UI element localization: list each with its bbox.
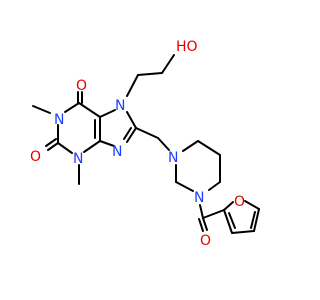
chemical-structure: HO O O N N N N N N O O bbox=[30, 39, 260, 249]
bond-ch2-npip bbox=[157, 137, 170, 151]
bond-furan-3-inner bbox=[250, 211, 256, 229]
bond-pip-5 bbox=[175, 181, 194, 192]
atom-n3: N bbox=[73, 151, 83, 167]
bond-c6-c5 bbox=[78, 102, 101, 118]
atom-furan-o: O bbox=[234, 194, 245, 210]
bond-c2-o-2 bbox=[45, 138, 57, 147]
atom-n7: N bbox=[115, 98, 125, 114]
bond-furan-3 bbox=[253, 208, 260, 232]
atom-labels: HO O O N N N N N N O O bbox=[30, 39, 245, 249]
bond-n9-c4 bbox=[99, 140, 115, 147]
bond-n7-c8 bbox=[126, 111, 137, 129]
bond-pip-4 bbox=[208, 181, 221, 191]
bond-carbonyl-furan bbox=[202, 209, 225, 219]
bond-n1-c6 bbox=[64, 102, 80, 113]
atom-o6: O bbox=[76, 78, 87, 94]
atom-n9: N bbox=[112, 144, 122, 160]
bond-furan-4 bbox=[231, 230, 255, 234]
bond-chain-2 bbox=[137, 72, 163, 76]
bond-c8-ch2 bbox=[135, 127, 159, 139]
bond-npip-carbonyl bbox=[199, 204, 204, 219]
bond-furan-1 bbox=[223, 201, 234, 211]
bond-chain-1 bbox=[126, 74, 139, 97]
bond-c5-n7 bbox=[99, 109, 116, 118]
atom-hydroxyl: HO bbox=[176, 39, 198, 55]
bond-c4-n3 bbox=[83, 140, 101, 153]
bond-carbonyl-o bbox=[202, 217, 208, 231]
bond-n1-methyl bbox=[32, 105, 51, 114]
bond-furan-2 bbox=[244, 200, 260, 210]
atom-o2: O bbox=[30, 149, 41, 165]
atom-piperazine-n-top: N bbox=[168, 150, 178, 166]
bond-c8-n9-inner bbox=[123, 127, 132, 140]
bond-carbonyl-o-2 bbox=[198, 218, 204, 232]
bond-pip-2 bbox=[197, 140, 221, 156]
atom-n1: N bbox=[54, 112, 64, 128]
bond-n3-c2 bbox=[57, 142, 73, 154]
bond-chain-3 bbox=[161, 54, 175, 74]
atom-piperazine-n-bottom: N bbox=[194, 190, 204, 206]
bonds bbox=[32, 54, 260, 234]
bond-furan-5-inner bbox=[228, 212, 236, 229]
atom-carbonyl-o: O bbox=[200, 233, 211, 249]
bond-c8-n9 bbox=[126, 127, 137, 143]
bond-furan-5 bbox=[223, 209, 233, 234]
bond-c2-o bbox=[47, 142, 59, 151]
bond-pip-1 bbox=[182, 140, 199, 152]
